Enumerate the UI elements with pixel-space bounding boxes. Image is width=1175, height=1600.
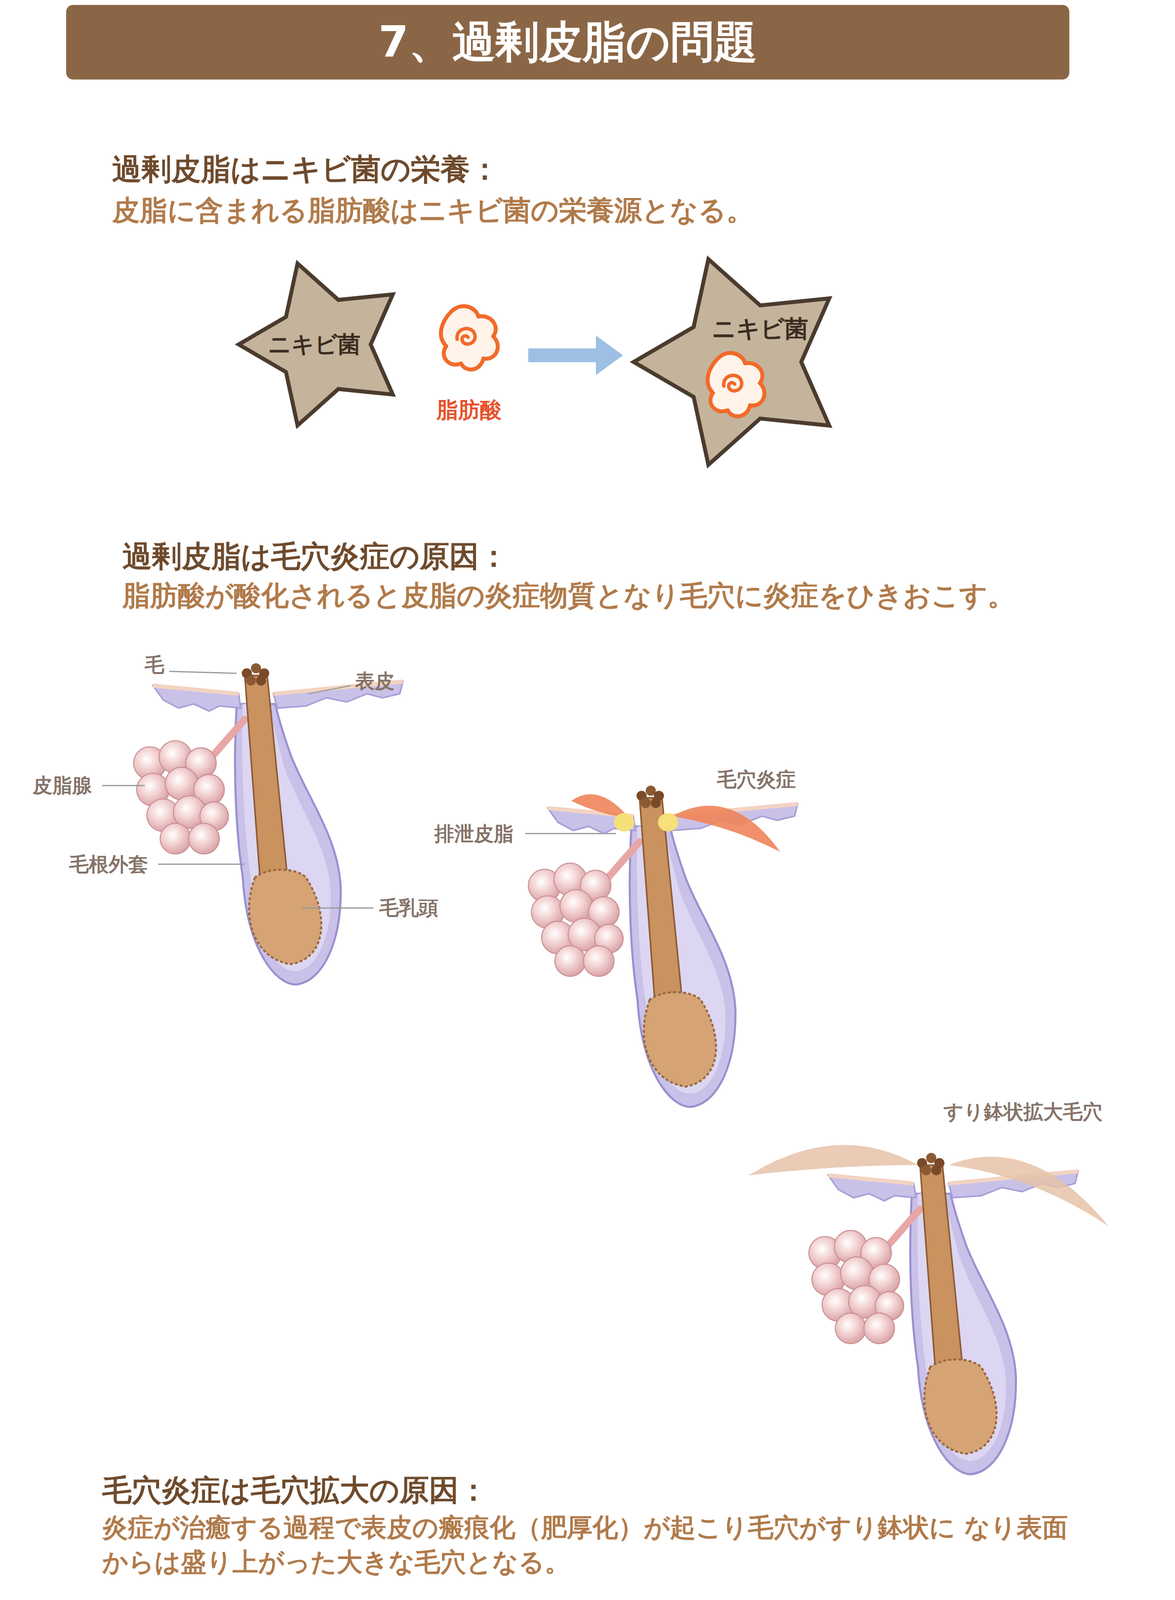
follicle-normal (133, 663, 403, 985)
illustration-part (671, 805, 781, 852)
illustration-part (308, 685, 352, 694)
section-heading: 過剰皮脂はニキビ菌の栄養： (112, 151, 500, 187)
illustration-part (748, 1144, 918, 1175)
follicle-enlarged (748, 1144, 1109, 1475)
section-text: 皮脂に含まれる脂肪酸はニキビ菌の栄養源となる。 (112, 193, 754, 227)
section-text: 炎症が治癒する過程で表皮の瘢痕化（肥厚化）が起こり毛穴がすり鉢状に なり表面から… (102, 1509, 1071, 1579)
part-label: 表皮 (354, 668, 395, 693)
title: 7、過剰皮脂の問題 (66, 4, 1070, 80)
part-label: 皮脂腺 (32, 773, 92, 797)
fatty-acid-icon (440, 306, 498, 370)
section-heading: 過剰皮脂は毛穴炎症の原因： (122, 538, 509, 574)
follicle-figures (102, 663, 1109, 1474)
flow-arrow (528, 335, 624, 375)
section-text: 脂肪酸が酸化されると皮脂の炎症物質となり毛穴に炎症をひきおこす。 (122, 578, 1016, 612)
part-label: 毛乳頭 (379, 895, 439, 920)
follicle-inflamed (528, 785, 798, 1107)
illustration-part (102, 784, 146, 786)
illustration-part (528, 785, 798, 1107)
bacteria-star: ニキビ菌 (626, 249, 857, 474)
part-label: 毛穴炎症 (716, 767, 796, 791)
star-outline (238, 263, 393, 426)
part-label: 排泄皮脂 (434, 821, 514, 846)
illustration-part (169, 670, 237, 673)
illustration-part (808, 1152, 1078, 1475)
part-label: 毛根外套 (69, 852, 149, 876)
fatty-acid-icon (707, 352, 765, 417)
title-band (66, 4, 1070, 80)
star-outline (633, 259, 830, 466)
illustration-part (157, 863, 245, 865)
illustration-part (658, 813, 679, 832)
part-label: 毛 (144, 652, 165, 677)
section-heading: 毛穴炎症は毛穴拡大の原因： (102, 1471, 489, 1508)
star-shape (626, 249, 857, 474)
node-text: ニキビ菌 (711, 313, 809, 345)
bacteria-star: ニキビ菌 (234, 255, 414, 434)
node-text: ニキビ菌 (268, 329, 361, 360)
illustration-part (948, 1156, 1109, 1226)
part-label: すり鉢状拡大毛穴 (943, 1099, 1103, 1124)
fatty-acid: 脂肪酸 (419, 298, 519, 425)
illustration-part (614, 813, 635, 832)
node-text: 脂肪酸 (436, 395, 502, 425)
illustration-part (302, 907, 374, 909)
